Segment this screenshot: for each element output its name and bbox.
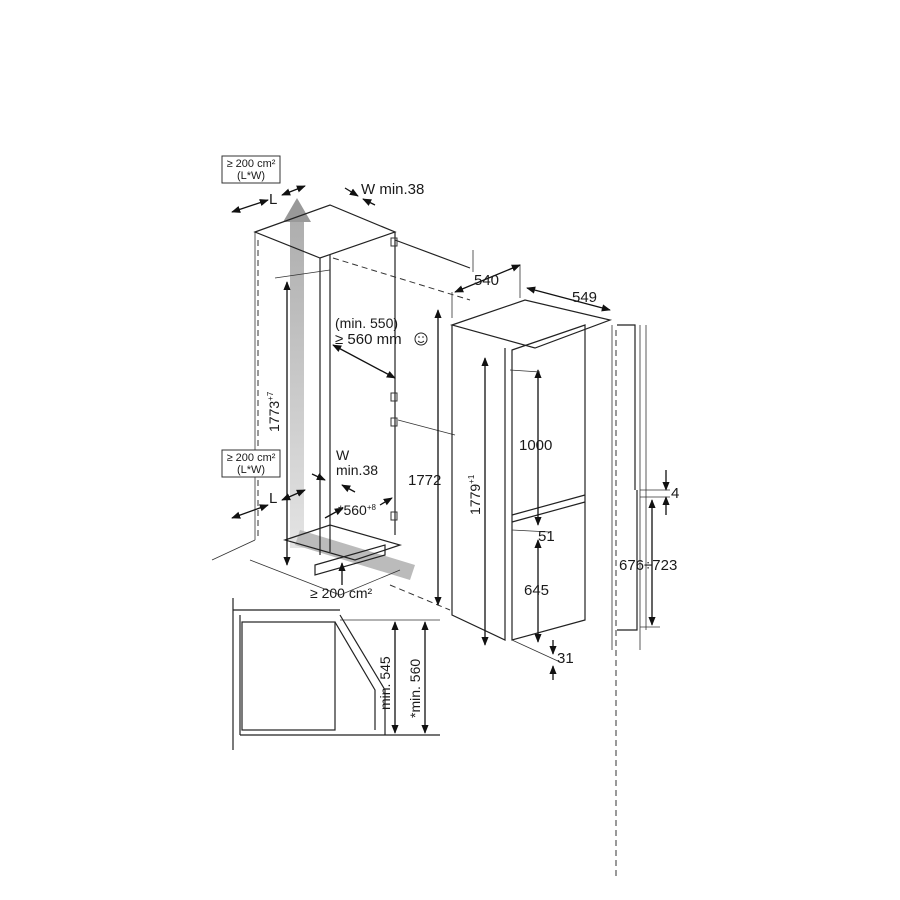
door-gap-label: 4 bbox=[671, 485, 679, 502]
hinge-icons bbox=[390, 237, 398, 521]
vent-area-label: ≥ 200 cm² bbox=[227, 452, 276, 464]
niche-height-label: 1773+7 bbox=[266, 391, 282, 432]
door-clearance-min-label: (min. 550) bbox=[335, 315, 398, 331]
bottom-offset-label: 31 bbox=[557, 650, 574, 667]
appliance-drawing bbox=[449, 250, 670, 880]
width-label: 540 bbox=[474, 272, 499, 289]
vent-bottom-width-label: min.38 bbox=[336, 462, 378, 478]
vent-bottom-length-label: L bbox=[269, 490, 277, 507]
height-label: 1779+1 bbox=[467, 474, 483, 515]
vent-bottom-w-label: W bbox=[336, 447, 350, 463]
niche-depth-label: *560+8 bbox=[338, 502, 376, 518]
smiley-icon bbox=[414, 332, 428, 346]
airflow-up-arrow bbox=[290, 218, 304, 548]
vent-top-box: ≥ 200 cm² (L*W) bbox=[221, 155, 281, 184]
inset-depth-min-label: min. 545 bbox=[377, 656, 393, 710]
depth-label: 549 bbox=[572, 289, 597, 306]
vent-top-length-label: L bbox=[269, 191, 277, 208]
niche-drawing bbox=[211, 185, 471, 611]
door-clearance-label: ≥ 560 mm bbox=[335, 331, 402, 348]
inset-drawing bbox=[232, 598, 440, 750]
gap-label: 51 bbox=[538, 528, 555, 545]
lower-door-label: 645 bbox=[524, 582, 549, 599]
airflow-arrow-head bbox=[283, 198, 311, 222]
cabinet-height-label: 1772 bbox=[408, 472, 441, 489]
vent-formula-label: (L*W) bbox=[237, 170, 265, 182]
airflow-floor-arrow bbox=[295, 530, 415, 580]
upper-door-label: 1000 bbox=[519, 437, 552, 454]
vent-bottom-box: ≥ 200 cm² (L*W) bbox=[221, 449, 281, 478]
vent-area-label: ≥ 200 cm² bbox=[227, 158, 276, 170]
lower-door-range-label: 676÷723 bbox=[619, 557, 677, 574]
plinth-vent-label: ≥ 200 cm² bbox=[310, 585, 372, 601]
vent-formula-label: (L*W) bbox=[237, 464, 265, 476]
vent-top-width-label: W min.38 bbox=[361, 181, 424, 198]
inset-depth-min-star-label: *min. 560 bbox=[407, 659, 423, 718]
